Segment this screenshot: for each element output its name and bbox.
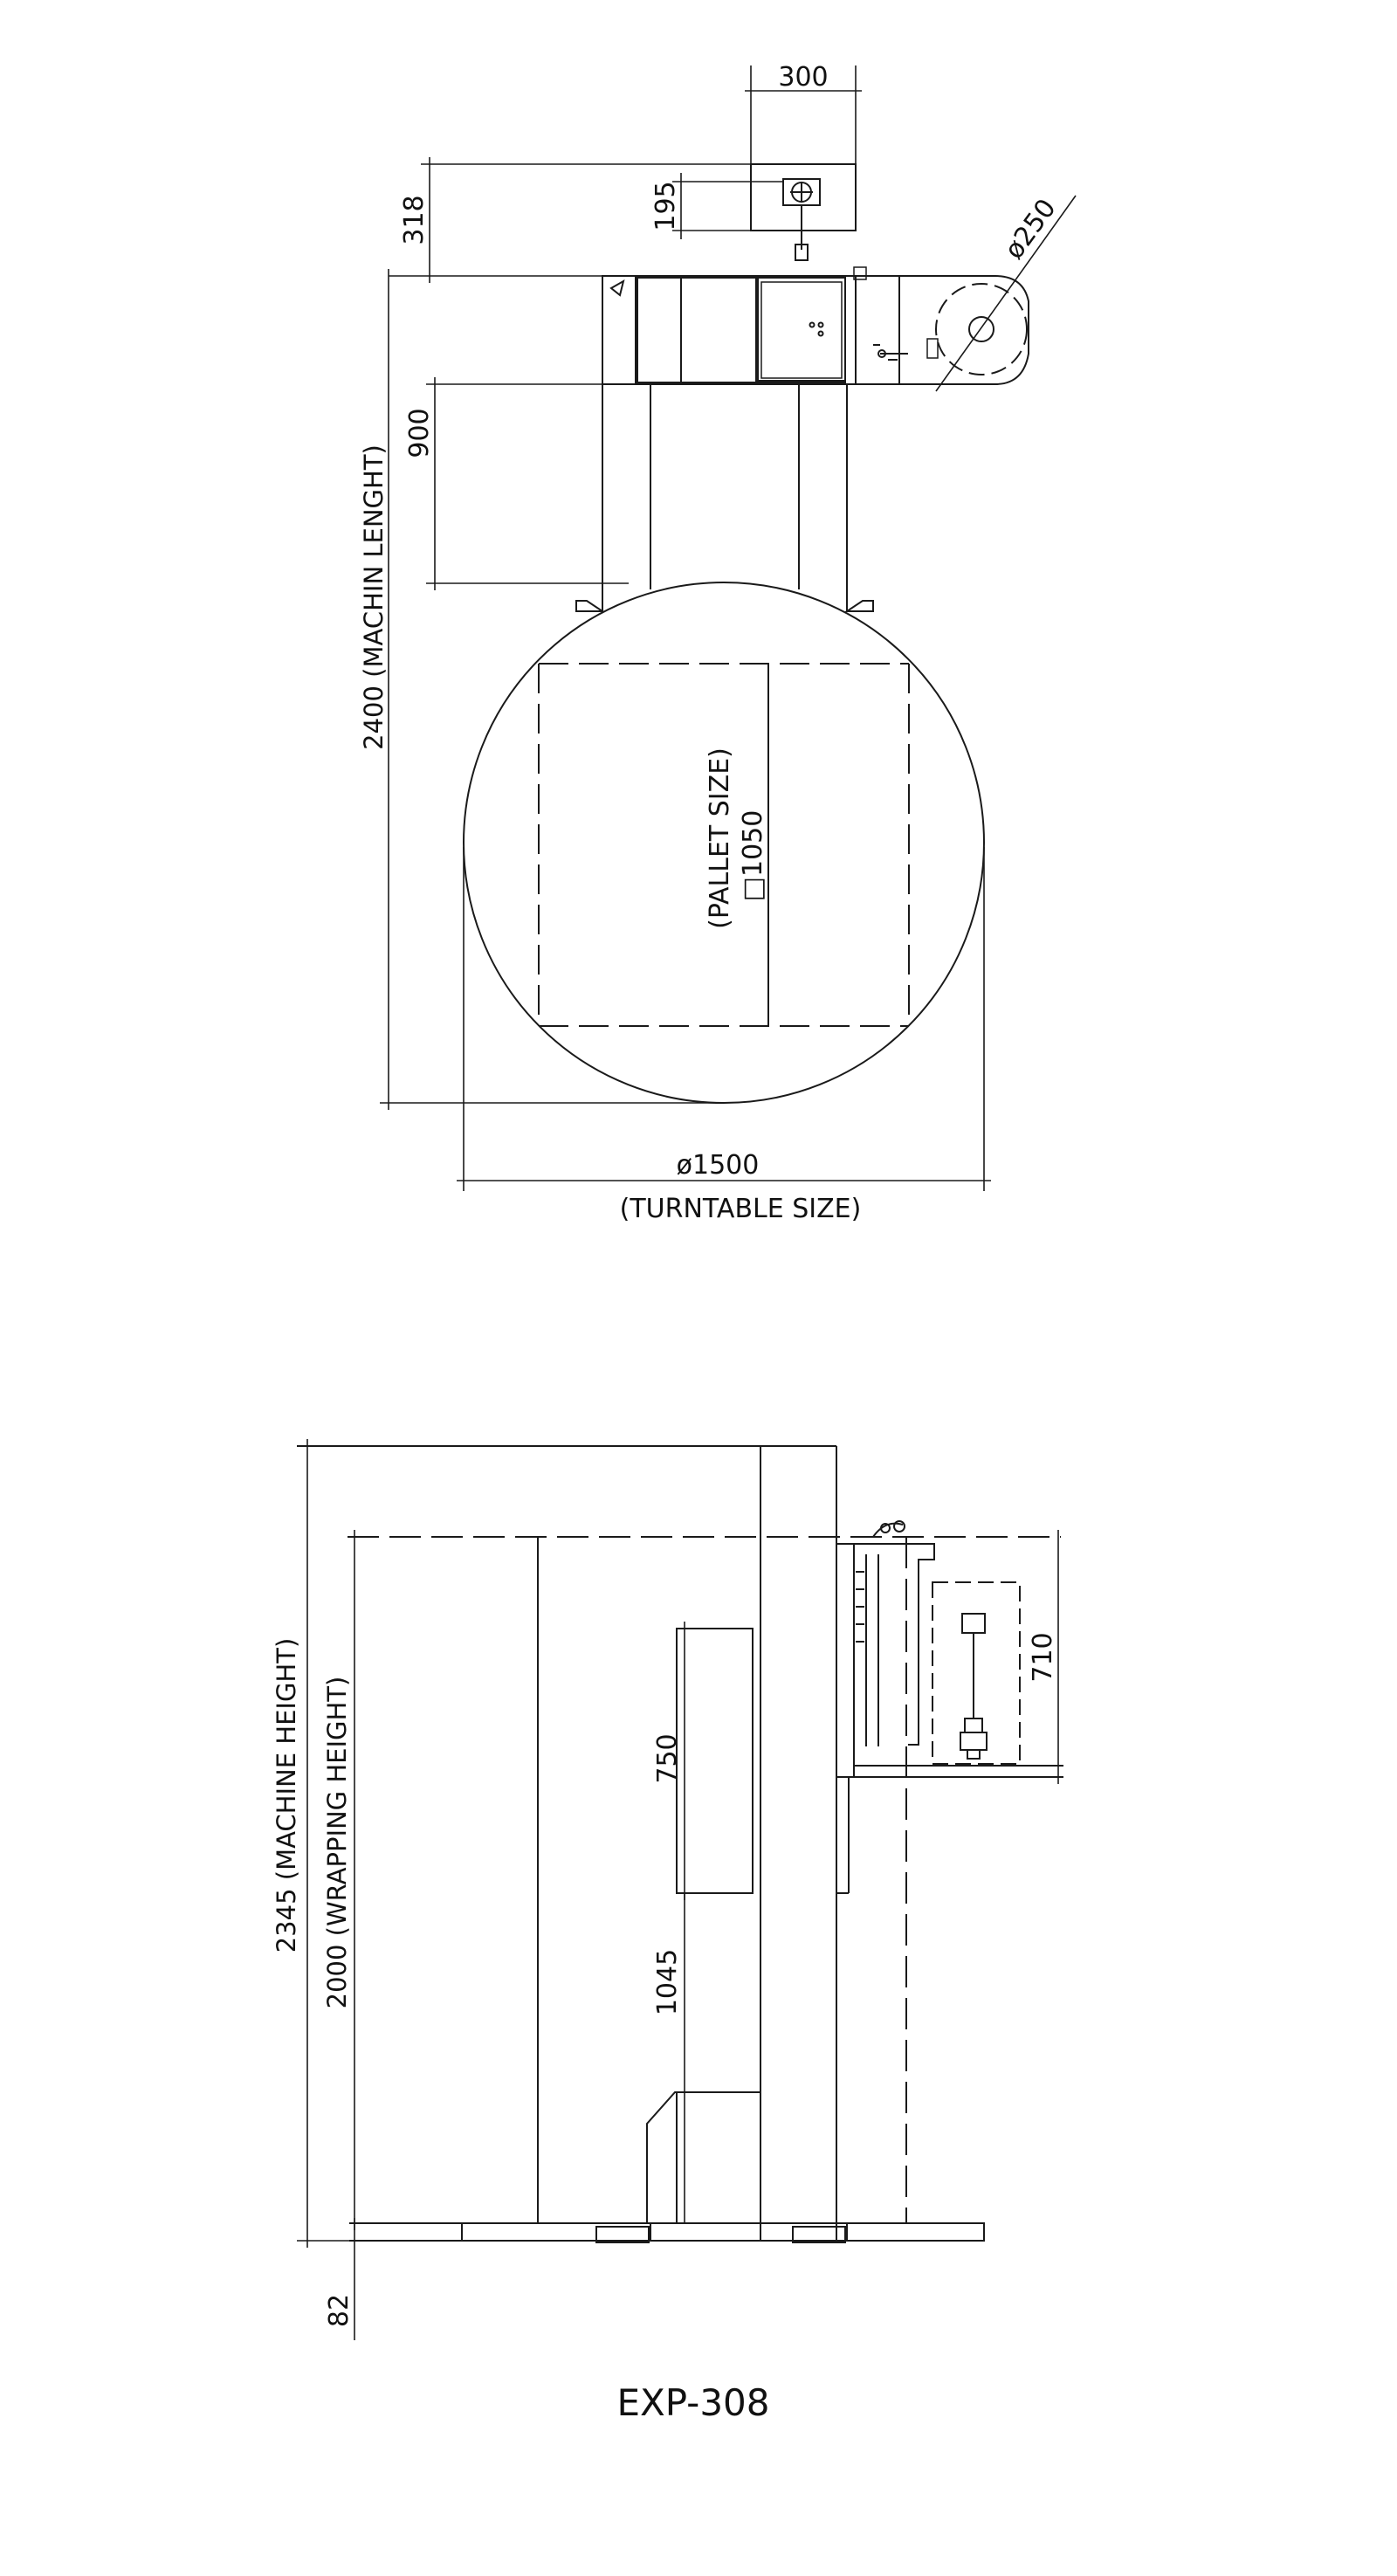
lower-panel (646, 2091, 760, 2223)
side-view-dimensions (297, 1439, 1059, 2340)
film-dispenser-box (750, 163, 857, 231)
turntable-base (461, 2222, 985, 2242)
dim-pallet: □1050 (738, 810, 768, 902)
dim-318: 318 (399, 195, 430, 245)
dim-1045: 1045 (652, 1949, 683, 2015)
drive-unit (637, 277, 757, 383)
dim-195: 195 (650, 181, 681, 231)
dim-900: 900 (404, 408, 435, 458)
dim-turntable-diameter: ø1500 (677, 1150, 760, 1181)
upper-panel (676, 1628, 754, 1894)
dim-82: 82 (324, 2294, 354, 2327)
label-turntable-size: (TURNTABLE SIZE) (620, 1194, 862, 1224)
dim-710: 710 (1028, 1632, 1058, 1682)
top-view-dimensions (380, 65, 1077, 1191)
label-pallet-size: (PALLET SIZE) (705, 747, 735, 929)
dim-750: 750 (652, 1733, 683, 1783)
film-reel-symbol (782, 178, 821, 206)
dim-reel-diameter: ø250 (999, 194, 1063, 265)
top-view (463, 163, 1029, 1104)
dim-300: 300 (778, 62, 828, 93)
dim-wrapping-height: 2000 (WRAPPING HEIGHT) (322, 1677, 352, 2009)
film-roll-box (932, 1581, 1021, 1765)
dim-machine-height: 2345 (MACHINE HEIGHT) (272, 1638, 301, 1953)
machine-frame-head (602, 275, 1029, 385)
control-box (757, 277, 846, 383)
film-reel-circle (935, 283, 1028, 375)
dim-machine-length: 2400 (MACHIN LENGHT) (359, 444, 389, 750)
side-view (297, 1445, 1063, 2243)
film-carriage (849, 1543, 935, 1746)
model-label: EXP-308 (616, 2381, 769, 2424)
